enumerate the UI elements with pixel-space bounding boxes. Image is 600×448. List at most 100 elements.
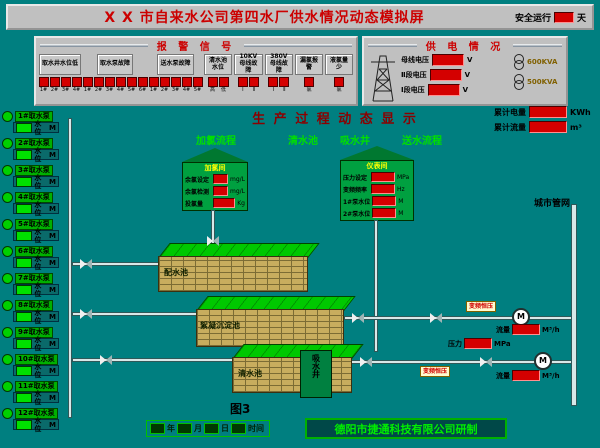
power-reading-unit: V: [467, 56, 473, 64]
alarm-lamp-label: 2#: [160, 87, 169, 93]
tank-front-face: [196, 309, 344, 347]
alarm-lamp-label: 6#: [138, 87, 147, 93]
alarm-panel-title: 报 警 信 号: [37, 39, 355, 53]
alarm-indicator: 1#: [82, 77, 93, 93]
house-reading-label: 压力设定: [343, 174, 368, 182]
transformer-entry: 600KVA: [513, 53, 557, 71]
power-reading-display: [429, 69, 462, 81]
alarm-indicator: 4#: [71, 77, 82, 93]
alarm-lamp-label: 3#: [105, 87, 114, 93]
tank-label: 絮凝沉淀池: [200, 321, 240, 330]
water-level-display: [16, 122, 33, 133]
alarm-lamp: [170, 77, 181, 87]
alarm-indicator-row: 1#2#3#4#5#: [148, 77, 203, 93]
pump-unit-header: 8#取水泵: [2, 299, 68, 311]
total-reading-unit: m³: [570, 122, 582, 132]
alarm-indicator: 2#: [93, 77, 104, 93]
pump-unit-header: 4#取水泵: [2, 191, 68, 203]
house-reading-label: 余氯检测: [185, 188, 210, 196]
pipe-left-main: [68, 118, 72, 418]
house-reading-unit: Kg: [237, 199, 245, 207]
alarm-indicator: 3#: [170, 77, 181, 93]
alarm-lamp: [137, 77, 148, 87]
power-reading-unit: V: [462, 86, 469, 94]
water-level-display: [16, 338, 33, 349]
valve-icon: [360, 357, 372, 367]
power-reading-display: [427, 84, 460, 96]
transformer-rating: 600KVA: [527, 58, 558, 66]
water-level-unit: M: [49, 177, 56, 186]
alarm-group-label: 液氯量少: [325, 54, 353, 75]
power-reading: 母线电压 V: [401, 54, 472, 66]
water-level-label: 水位: [34, 335, 42, 352]
pipe-out-upper: [344, 316, 574, 320]
pump-icon: [2, 137, 13, 149]
house-reading-unit: mg/L: [229, 187, 245, 195]
vfd-badge: 变频恒压: [466, 301, 497, 312]
total-reading-display: [529, 106, 567, 118]
pump-label: 10#取水泵: [15, 353, 58, 365]
pump-label: 12#取水泵: [15, 407, 58, 419]
date-display: [150, 423, 165, 434]
pump-unit-header: 2#取水泵: [2, 137, 68, 149]
house-reading-display: [213, 186, 228, 196]
alarm-indicator: Ⅰ: [237, 77, 248, 93]
date-label: 月: [194, 424, 202, 433]
pump-icon: [2, 299, 13, 311]
house-reading-display: [371, 184, 395, 194]
alarm-panel-title-text: 报 警 信 号: [156, 42, 236, 53]
alarm-lamp: [268, 77, 279, 87]
alarm-lamp: [279, 77, 290, 87]
alarm-lamp-label: 1#: [83, 87, 92, 93]
pump-label: 5#取水泵: [15, 218, 53, 230]
alarm-lamp-label: 5#: [193, 87, 202, 93]
water-level-display: [16, 203, 33, 214]
pressure-reading-unit: MPa: [494, 339, 511, 348]
water-level-label: 水位: [34, 362, 42, 379]
water-level-label: 水位: [34, 200, 42, 217]
total-reading-label: 累计电量: [494, 107, 526, 117]
power-reading-label: 母线电压: [401, 56, 429, 64]
water-level-label: 水位: [34, 308, 42, 325]
alarm-lamp: [181, 77, 192, 87]
alarm-group-label: 380V母线故障: [264, 53, 293, 75]
total-reading-unit: KWh: [570, 107, 591, 117]
alarm-indicator: 1#: [148, 77, 159, 93]
transmission-tower-icon: [371, 55, 395, 102]
pump-icon: [2, 245, 13, 257]
tank-label: 配水池: [164, 268, 188, 277]
house-reading-label: 1#泵水位: [343, 198, 371, 206]
flow-reading-label: 流量: [496, 371, 510, 380]
alarm-indicator-row: 1#2#3#4#: [38, 77, 82, 93]
pump-label: 1#取水泵: [15, 110, 53, 122]
valve-icon: [352, 313, 364, 323]
flow-reading-unit: M³/h: [542, 325, 560, 334]
house-reading-label: 2#泵水位: [343, 210, 371, 218]
vfd-badge: 变频恒压: [420, 366, 451, 377]
alarm-indicator: 6#: [137, 77, 148, 93]
valve-icon: [480, 357, 492, 367]
stage-label-chlorination: 加氯流程: [196, 136, 236, 147]
pump-label: 7#取水泵: [15, 272, 53, 284]
date-label: 时间: [248, 424, 264, 433]
house-reading-label: 余氯设定: [185, 176, 210, 184]
